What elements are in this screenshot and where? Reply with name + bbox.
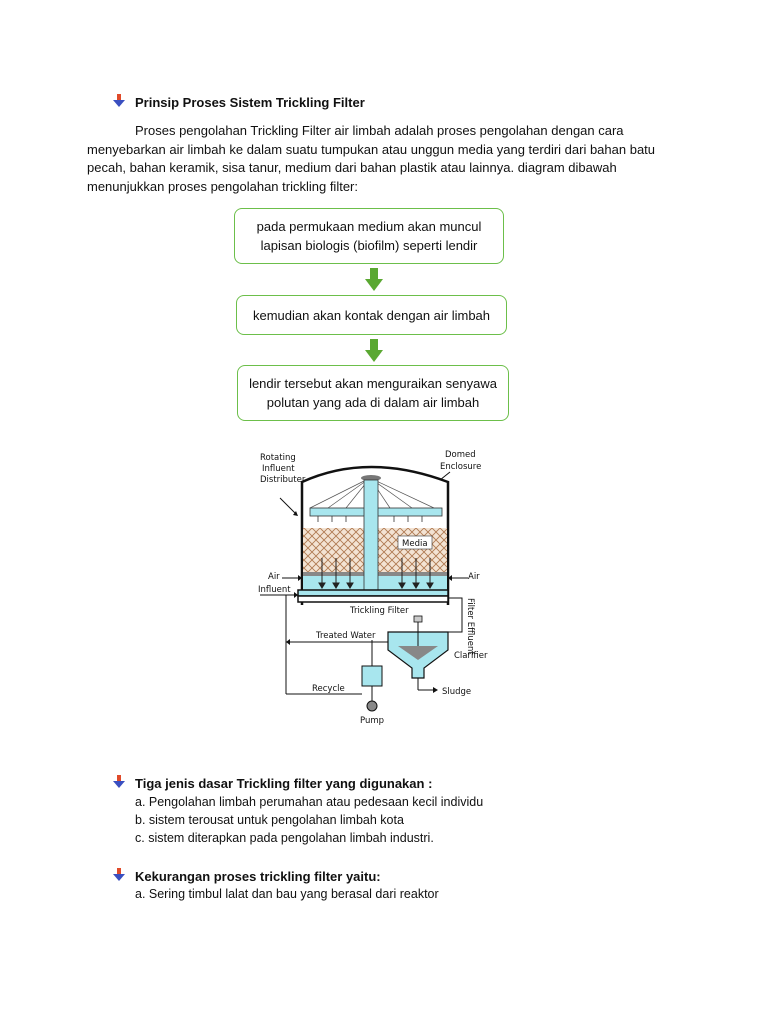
bullet-arrow-icon [113, 775, 125, 788]
influent-label: Influent [262, 464, 295, 474]
influent-inlet-label: Influent [258, 585, 291, 595]
intro-paragraph: Proses pengolahan Trickling Filter air l… [87, 122, 687, 196]
paragraph-line: pecah, bahan keramik, sisa tanur, medium… [87, 160, 617, 175]
enclosure-label: Enclosure [440, 462, 481, 472]
flow-step-text: pada permukaan medium akan muncul [256, 219, 482, 234]
section-heading-principle: Prinsip Proses Sistem Trickling Filter [135, 95, 365, 110]
central-pipe [363, 479, 379, 601]
list-item: b. sistem terousat untuk pengolahan limb… [135, 813, 404, 827]
media-label: Media [402, 539, 428, 549]
air-right-label: Air [468, 572, 480, 582]
down-arrow-icon [365, 339, 383, 362]
recycle-label: Recycle [312, 684, 345, 694]
pump-label: Pump [360, 716, 384, 726]
domed-enclosure-shape [300, 465, 450, 532]
list-item: a. Pengolahan limbah perumahan atau pede… [135, 795, 484, 809]
filter-effluent-label: Filter Effluent [465, 598, 475, 655]
section-heading-drawbacks: Kekurangan proses trickling filter yaitu… [135, 869, 381, 884]
flow-step-decompose: lendir tersebut akan menguraikan senyawa… [237, 365, 509, 421]
bullet-arrow-icon [113, 94, 125, 107]
flow-step-contact: kemudian akan kontak dengan air limbah [236, 295, 507, 335]
bullet-arrow-icon [113, 868, 125, 881]
trickling-filter-label: Trickling Filter [349, 606, 409, 616]
list-item: c. sistem diterapkan pada pengolahan lim… [135, 831, 434, 845]
paragraph-line: menunjukkan proses pengolahan trickling … [87, 178, 358, 194]
trickling-filter-diagram: Media Rotating Influent Distributer Dome… [258, 450, 488, 726]
pump-icon [366, 700, 378, 712]
flow-step-text: lapisan biologis (biofilm) seperti lendi… [260, 238, 478, 253]
down-arrow-icon [365, 268, 383, 291]
treated-water-label: Treated Water [315, 631, 376, 641]
sludge-label: Sludge [442, 687, 471, 697]
flow-step-text: polutan yang ada di dalam air limbah [266, 395, 480, 410]
distributer-label: Distributer [260, 475, 306, 485]
paragraph-line: menyebarkan air limbah ke dalam suatu tu… [87, 141, 656, 157]
flow-step-text: kemudian akan kontak dengan air limbah [252, 307, 491, 323]
rotating-label: Rotating [260, 453, 296, 463]
domed-label: Domed [445, 450, 476, 460]
air-left-label: Air [268, 572, 280, 582]
flow-step-biofilm: pada permukaan medium akan muncul lapisa… [234, 208, 504, 264]
distributor-cap [361, 475, 381, 481]
list-item: a. Sering timbul lalat dan bau yang bera… [135, 887, 439, 901]
clarifier-label: Clarifier [454, 651, 488, 661]
section-heading-types: Tiga jenis dasar Trickling filter yang d… [135, 776, 433, 791]
paragraph-line: Proses pengolahan Trickling Filter air l… [135, 123, 624, 138]
flow-step-text: lendir tersebut akan menguraikan senyawa [249, 376, 497, 391]
